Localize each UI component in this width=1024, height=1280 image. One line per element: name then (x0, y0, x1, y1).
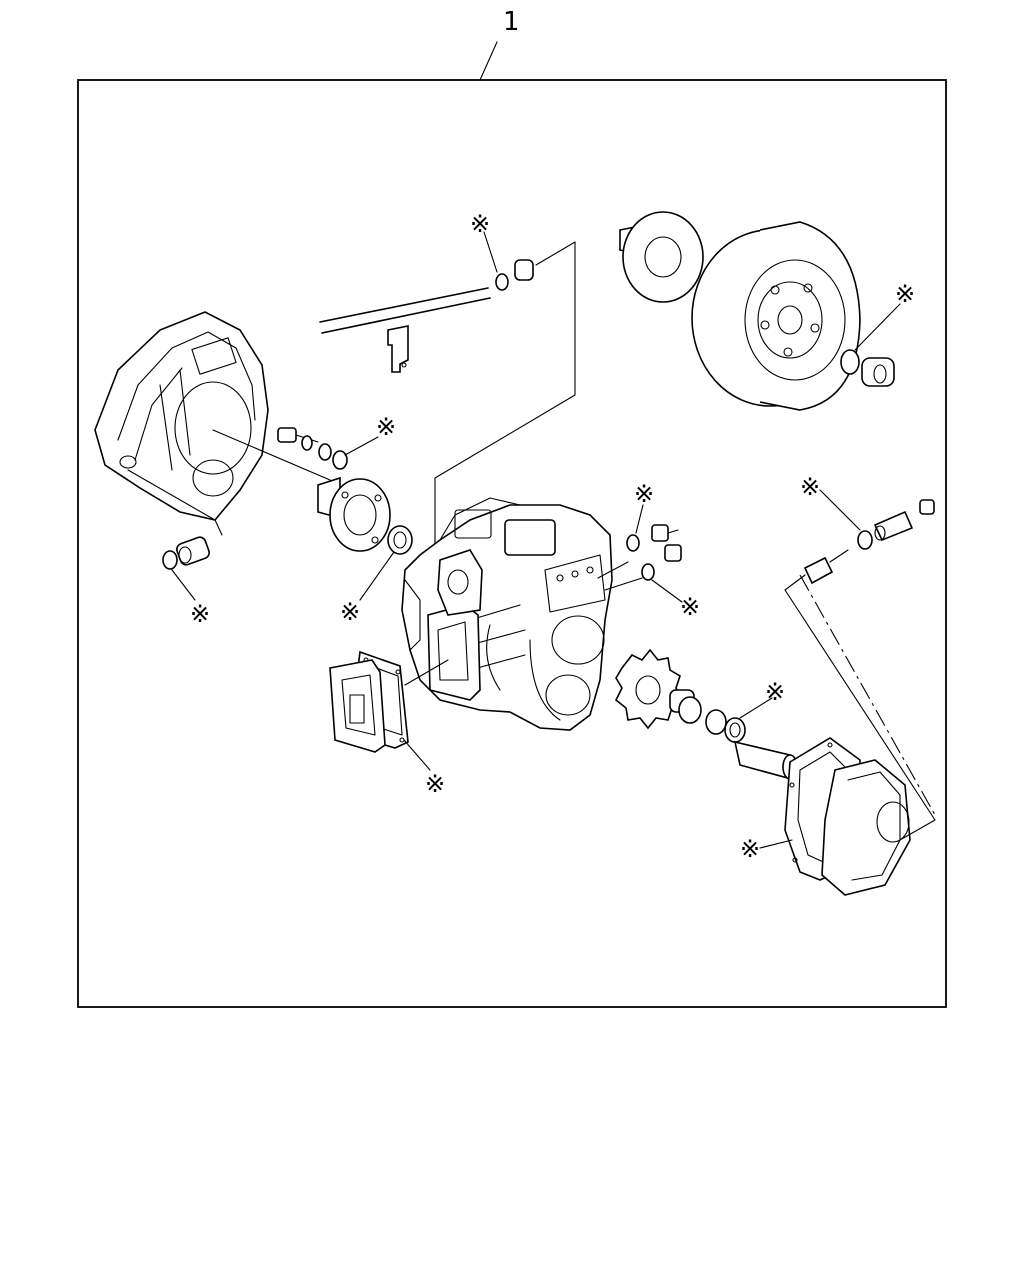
sender-leader (784, 574, 936, 841)
sender-washer (857, 530, 873, 550)
pilot-bearing (861, 357, 895, 387)
washer-small-2 (318, 443, 332, 461)
gear-bushing-2 (705, 709, 727, 735)
o-ring (724, 717, 746, 743)
housing-leader (127, 469, 223, 536)
kit-mark: ※ (376, 413, 396, 441)
flywheel-housing (94, 311, 269, 521)
kit-mark: ※ (680, 593, 700, 621)
bolt-lower-axis (604, 577, 643, 591)
input-shaft-cap (619, 211, 704, 303)
gear-bushing (678, 696, 702, 724)
pto-cover (329, 659, 386, 753)
bearing-retainer (317, 476, 391, 552)
rear-cover-housing (821, 759, 911, 896)
kit-mark: ※ (190, 600, 210, 628)
shift-rod-leader (434, 241, 576, 546)
washer-lower-leader (651, 579, 683, 603)
bolt-upper (651, 524, 679, 542)
kit-mark: ※ (800, 473, 820, 501)
bolt-lower (664, 544, 682, 562)
washer-left-leader (171, 569, 196, 601)
pto-cover-leader (404, 659, 449, 686)
o-ring-leader (739, 697, 773, 719)
kit-mark: ※ (634, 480, 654, 508)
bushing-left (176, 536, 210, 566)
oil-seal-bore (393, 531, 407, 549)
shift-rod (319, 287, 491, 373)
pto-gasket-leader (403, 739, 431, 771)
seal-ring-small (332, 450, 348, 470)
oil-seal (387, 525, 413, 555)
idler-gear (614, 648, 684, 730)
kit-mark: ※ (340, 598, 360, 626)
washer-upper-leader (635, 504, 644, 534)
kit-mark: ※ (765, 678, 785, 706)
washer-upper (626, 534, 640, 552)
thrust-washer-leader (854, 303, 901, 351)
housing-axis-line (212, 429, 331, 481)
seal-ring-leader (344, 436, 379, 456)
kit-frame (77, 79, 947, 1008)
washer-left (162, 550, 178, 570)
idler-shaft (733, 740, 798, 782)
kit-mark: ※ (470, 210, 490, 238)
breather-plug (873, 510, 914, 542)
side-cover-plate (427, 604, 481, 701)
kit-mark: ※ (425, 770, 445, 798)
sender-unit (803, 549, 849, 585)
oil-seal-leader (359, 551, 395, 601)
item-number-leader (479, 41, 498, 81)
flywheel-drum (691, 221, 861, 411)
washer-lower (641, 563, 655, 581)
shift-rod-seal (495, 273, 509, 291)
shift-rod-bushing (514, 259, 534, 281)
washer-small-1 (301, 435, 313, 451)
kit-mark: ※ (895, 280, 915, 308)
shift-rod-seal-leader (483, 231, 498, 273)
item-number-label: 1 (503, 7, 520, 37)
thrust-washer (840, 349, 860, 375)
kit-mark: ※ (740, 835, 760, 863)
rear-gasket-leader (759, 839, 793, 849)
sender-washer-leader (819, 489, 861, 531)
front-cover-plate (437, 549, 483, 616)
breather-cap (919, 499, 935, 515)
o-ring-bore (729, 722, 741, 738)
alignment-line (799, 574, 936, 816)
bolt-upper-axis (597, 561, 629, 579)
